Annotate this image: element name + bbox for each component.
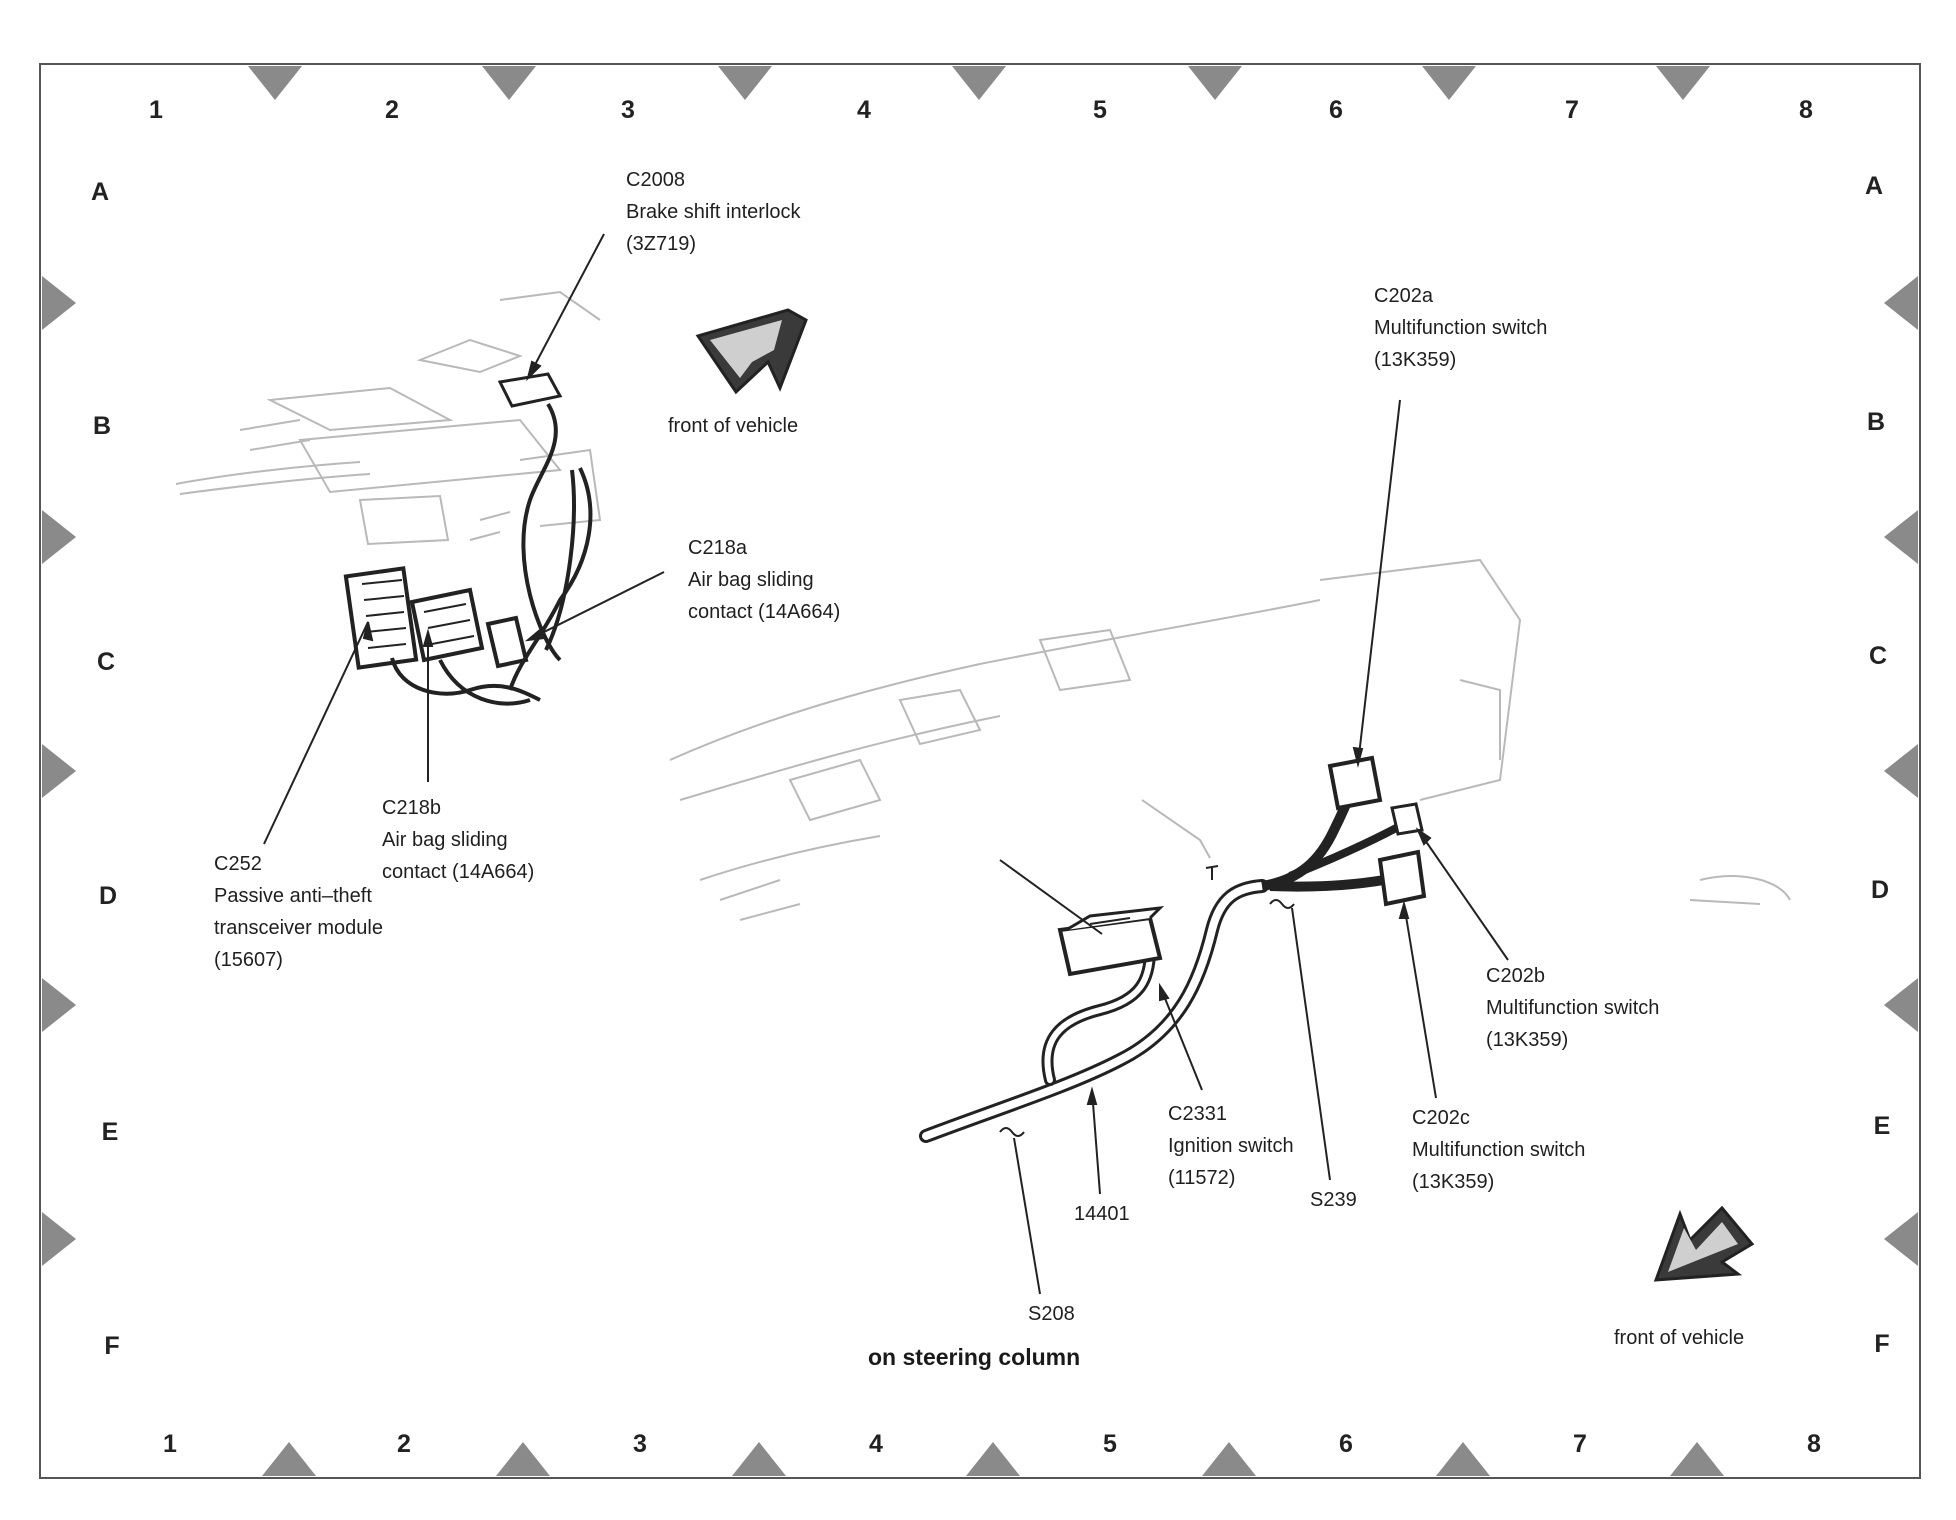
callout-s208: S208 (1028, 1303, 1075, 1325)
grid-row-left-b: B (92, 412, 112, 440)
grid-col-top-6: 6 (1329, 96, 1343, 124)
left-zone-markers (42, 276, 76, 1266)
callout-c2331-desc: Ignition switch (1168, 1135, 1294, 1157)
grid-row-left-c: C (96, 648, 116, 676)
connector-c218a-shape (485, 615, 529, 669)
callout-c252: C252 Passive anti–theft transceiver modu… (214, 848, 383, 976)
frame-border (39, 63, 1921, 1479)
callout-c202c: C202c Multifunction switch (13K359) (1412, 1102, 1585, 1198)
grid-row-right-d: D (1870, 876, 1890, 904)
grid-row-right-a: A (1864, 172, 1884, 200)
grid-row-right-f: F (1874, 1330, 1890, 1358)
callout-c2331: C2331 Ignition switch (11572) (1168, 1098, 1294, 1194)
callout-c218b: C218b Air bag sliding contact (14A664) (382, 792, 534, 888)
front-arrow-bottom-icon (1653, 1205, 1755, 1282)
grid-col-top-7: 7 (1565, 96, 1579, 124)
callout-c2008-desc: Brake shift interlock (626, 201, 801, 223)
grid-row-left-a: A (90, 178, 110, 206)
callout-c218b-id: C218b (382, 797, 441, 819)
label-front-of-vehicle-top: front of vehicle (668, 415, 799, 437)
bottom-zone-markers (262, 1442, 1724, 1476)
connector-c202c-shape (1377, 849, 1427, 907)
grid-col-top-4: 4 (857, 96, 871, 124)
grid-col-top-8: 8 (1799, 96, 1813, 124)
callout-c202c-part: (13K359) (1412, 1171, 1495, 1193)
splice-marks (999, 865, 1295, 1137)
grid-row-left-d: D (98, 882, 118, 910)
grid-row-right-c: C (1868, 642, 1888, 670)
grid-col-bottom-5: 5 (1103, 1430, 1117, 1458)
callout-c218a-line1: Air bag sliding (688, 569, 814, 591)
grid-col-bottom-7: 7 (1573, 1430, 1587, 1458)
callout-c218a-line2: contact (14A664) (688, 601, 841, 623)
callout-c2008-part: (3Z719) (626, 233, 697, 255)
label-front-of-vehicle-bottom: front of vehicle (1614, 1327, 1745, 1349)
callout-c2331-id: C2331 (1168, 1103, 1227, 1125)
callout-c2008: C2008 Brake shift interlock (3Z719) (626, 164, 801, 260)
leader-lines (263, 233, 1509, 1295)
grid-col-top-2: 2 (385, 96, 399, 124)
grid-col-top-3: 3 (621, 96, 635, 124)
callout-c218b-line2: contact (14A664) (382, 861, 535, 883)
callout-c202a-part: (13K359) (1374, 349, 1457, 371)
callout-14401: 14401 (1074, 1203, 1130, 1225)
grid-col-bottom-6: 6 (1339, 1430, 1353, 1458)
callout-c218a: C218a Air bag sliding contact (14A664) (688, 532, 840, 628)
connector-c202a-shape (1327, 755, 1383, 811)
column-sketch-left (175, 290, 602, 546)
grid-col-top-5: 5 (1093, 96, 1107, 124)
connector-c218b-shape (409, 587, 485, 663)
grid-row-right-b: B (1866, 408, 1886, 436)
grid-col-bottom-4: 4 (869, 1430, 883, 1458)
grid-row-left-f: F (104, 1332, 120, 1360)
diagram-caption: on steering column (868, 1344, 1081, 1370)
callout-c252-line2: transceiver module (214, 917, 383, 939)
callout-c202b-id: C202b (1486, 965, 1545, 987)
grid-row-right-e: E (1873, 1112, 1891, 1140)
callout-c218a-id: C218a (688, 537, 747, 559)
callout-c202b-part: (13K359) (1486, 1029, 1569, 1051)
callout-c202b: C202b Multifunction switch (13K359) (1486, 960, 1659, 1056)
callout-c202c-id: C202c (1412, 1107, 1470, 1129)
callout-c252-id: C252 (214, 853, 262, 875)
grid-col-bottom-2: 2 (397, 1430, 411, 1458)
callout-c252-line1: Passive anti–theft (214, 885, 372, 907)
column-sketch-right (669, 558, 1791, 921)
grid-col-top-1: 1 (149, 96, 163, 124)
harness-14401 (919, 778, 1402, 1143)
callout-c202c-desc: Multifunction switch (1412, 1139, 1586, 1161)
grid-col-bottom-3: 3 (633, 1430, 647, 1458)
callout-c2008-id: C2008 (626, 169, 685, 191)
callout-s239: S239 (1310, 1189, 1357, 1211)
callout-c252-part: (15607) (214, 949, 283, 971)
front-arrow-top-icon (695, 308, 808, 395)
connector-c252-shape (343, 566, 419, 670)
right-zone-markers (1884, 276, 1918, 1266)
callout-c202a-id: C202a (1374, 285, 1433, 307)
grid-col-bottom-1: 1 (163, 1430, 177, 1458)
callout-c202a-desc: Multifunction switch (1374, 317, 1548, 339)
grid-col-bottom-8: 8 (1807, 1430, 1821, 1458)
callout-c218b-line1: Air bag sliding (382, 829, 508, 851)
top-zone-markers (248, 66, 1710, 100)
grid-row-left-e: E (101, 1118, 119, 1146)
connector-c202b-shape (1390, 802, 1424, 836)
callout-c2331-part: (11572) (1168, 1167, 1236, 1189)
callout-c202a: C202a Multifunction switch (13K359) (1374, 280, 1547, 376)
connector-c2008-shape (497, 372, 563, 408)
callout-c202b-desc: Multifunction switch (1486, 997, 1660, 1019)
